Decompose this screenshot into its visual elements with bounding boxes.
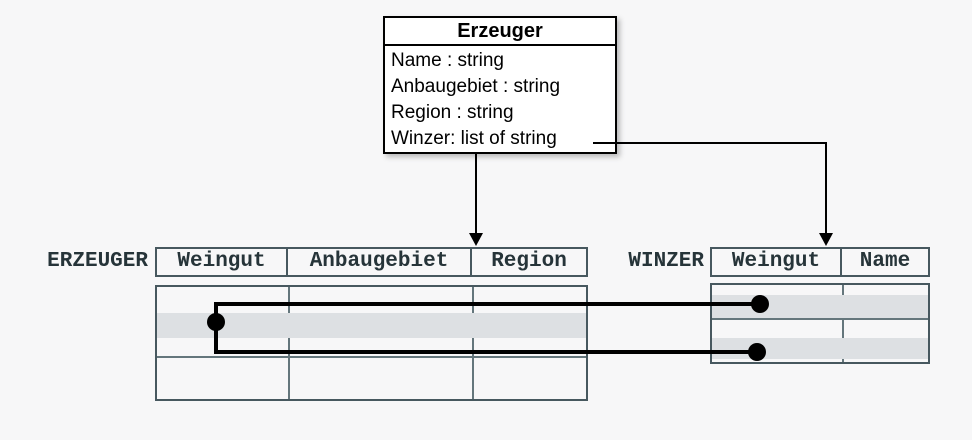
- column-divider: [842, 285, 844, 362]
- erzeuger-column-weingut: Weingut: [157, 249, 288, 275]
- column-divider: [288, 287, 290, 399]
- arrow-to-winzer-vline: [825, 142, 827, 233]
- class-attribute-anbaugebiet: Anbaugebiet : string: [391, 76, 561, 97]
- class-attribute-region: Region : string: [391, 102, 514, 123]
- relation-dot-icon: [748, 343, 766, 361]
- down-arrow-icon: [819, 233, 833, 246]
- highlighted-row: [712, 295, 928, 318]
- winzer-column-weingut: Weingut: [712, 249, 842, 275]
- erzeuger-table-header: Weingut Anbaugebiet Region: [155, 247, 588, 277]
- down-arrow-icon: [469, 233, 483, 246]
- class-box-attributes: Name : string Anbaugebiet : string Regio…: [385, 46, 615, 152]
- highlighted-row: [157, 313, 586, 338]
- erzeuger-column-region: Region: [491, 250, 567, 273]
- winzer-table-header: Weingut Name: [710, 247, 930, 277]
- class-attribute-winzer: Winzer: list of string: [391, 128, 557, 149]
- relation-dot-icon: [751, 295, 769, 313]
- class-box-title: Erzeuger: [385, 18, 615, 46]
- arrow-to-erzeuger-line: [475, 154, 477, 233]
- winzer-column-name: Name: [859, 250, 911, 273]
- winzer-table-label: WINZER: [628, 250, 704, 273]
- highlighted-row: [712, 338, 928, 359]
- arrow-to-winzer-hline: [593, 142, 827, 144]
- erzeuger-table-body: [155, 285, 588, 401]
- erzeuger-column-anbaugebiet: Anbaugebiet: [288, 249, 472, 275]
- class-attribute-name: Name : string: [391, 50, 504, 71]
- relation-line-top: [216, 302, 760, 306]
- row-divider: [712, 318, 928, 320]
- relation-dot-icon: [207, 313, 225, 331]
- erzeuger-class-box: Erzeuger Name : string Anbaugebiet : str…: [383, 16, 617, 154]
- column-divider: [472, 287, 474, 399]
- erzeuger-table-label: ERZEUGER: [47, 250, 148, 273]
- relation-line-bottom: [216, 350, 757, 354]
- row-divider: [157, 356, 586, 358]
